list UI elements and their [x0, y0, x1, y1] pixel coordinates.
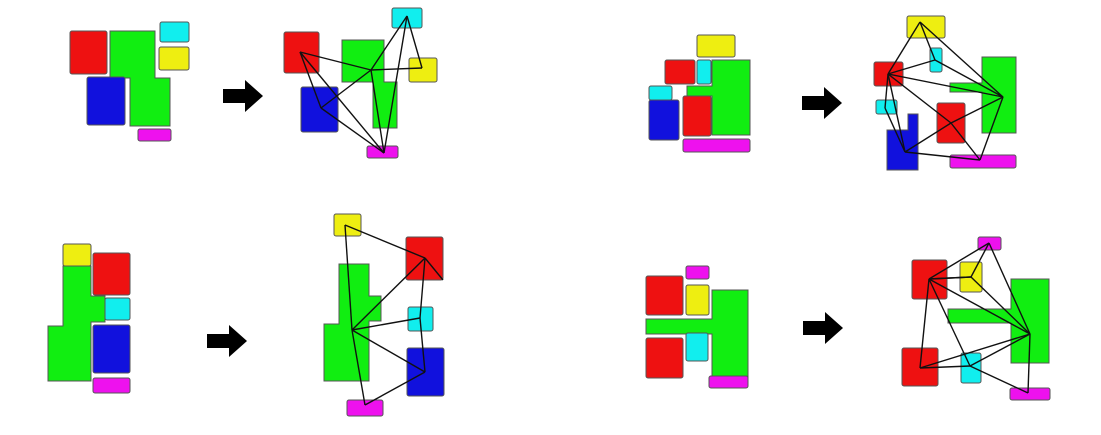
room-blue [86, 76, 126, 126]
p3-edge [351, 317, 421, 331]
p2-edge [904, 122, 952, 153]
p3-edge [424, 257, 444, 281]
room-red [645, 275, 684, 316]
p4-edge [970, 242, 990, 278]
room-blue [648, 99, 680, 141]
p2-edge [919, 21, 936, 61]
rooms-layer [47, 7, 1051, 417]
p4-edge [919, 278, 930, 369]
p2-edge [950, 96, 1004, 124]
room-cyan [685, 332, 709, 362]
arrow-right-icon [802, 87, 842, 119]
p4-edge [969, 333, 1031, 367]
room-cyan [875, 99, 898, 115]
p2-edge [919, 21, 1004, 98]
p2-edge [950, 122, 981, 161]
p2-edge [887, 73, 906, 153]
arrow-right-icon [803, 312, 843, 344]
p2-edge [904, 151, 981, 161]
p4-edge [919, 333, 1031, 369]
p1-edge [299, 51, 322, 109]
room-cyan [960, 352, 982, 384]
room-magenta [708, 375, 749, 389]
p1-edge [320, 107, 385, 154]
room-green [949, 56, 1017, 134]
room-magenta [949, 154, 1017, 169]
p4-edge [970, 276, 1031, 335]
p3-edge [351, 329, 426, 373]
arrows-layer [207, 80, 843, 357]
room-yellow [696, 34, 736, 58]
p4-edge [928, 242, 990, 280]
arrow-right-icon [223, 80, 263, 112]
p4-edge [969, 365, 1029, 394]
room-blue [92, 324, 131, 374]
room-red [682, 95, 712, 137]
p4-edge [1027, 333, 1031, 394]
room-magenta [92, 377, 131, 394]
p2-edge [887, 59, 936, 75]
room-yellow [62, 243, 92, 267]
p3-edge [351, 257, 426, 331]
room-magenta [1009, 387, 1051, 401]
room-blue [300, 86, 339, 133]
p4-edge [928, 278, 1031, 335]
room-yellow [158, 46, 190, 71]
p3-edge [351, 329, 366, 406]
room-magenta [346, 399, 384, 417]
p1-edge [299, 51, 372, 71]
room-cyan [104, 297, 131, 321]
p1-edge [406, 15, 423, 69]
p1-edge [370, 69, 385, 154]
room-cyan [696, 59, 712, 85]
p2-edge [979, 96, 1004, 161]
room-yellow [685, 284, 710, 316]
p4-edge [928, 278, 971, 367]
p2-edge [884, 107, 906, 153]
p2-edge [887, 73, 952, 124]
p2-edge [887, 21, 921, 75]
p4-edge [988, 242, 1031, 335]
room-red [92, 252, 131, 296]
room-green [47, 265, 106, 382]
p4-edge [928, 276, 972, 280]
room-blue [406, 347, 445, 397]
room-magenta [137, 128, 172, 142]
room-cyan [159, 21, 190, 43]
p1-edge [383, 15, 408, 154]
p3-edge [419, 257, 426, 319]
room-green [686, 59, 751, 136]
room-yellow [408, 57, 438, 83]
p3-edge [344, 224, 353, 331]
p3-edge [364, 371, 426, 406]
p2-edge [934, 59, 1004, 98]
p1-edge [370, 67, 423, 71]
p1-edge [370, 15, 408, 71]
p3-edge [419, 317, 426, 373]
room-red [645, 337, 684, 379]
p1-edge [299, 51, 385, 154]
room-magenta [685, 265, 710, 280]
p2-edge [887, 73, 1004, 98]
p3-edge [344, 224, 426, 259]
p4-edge [919, 365, 971, 369]
room-red [69, 30, 108, 75]
room-magenta [682, 138, 751, 153]
arrow-right-icon [207, 325, 247, 357]
edges-layer [299, 15, 1031, 406]
room-green [323, 263, 382, 382]
p2-edge [884, 73, 889, 109]
room-cyan [648, 85, 673, 101]
p1-edge [320, 69, 372, 109]
room-red [664, 59, 696, 85]
room-green [341, 39, 398, 129]
room-yellow [333, 213, 362, 237]
